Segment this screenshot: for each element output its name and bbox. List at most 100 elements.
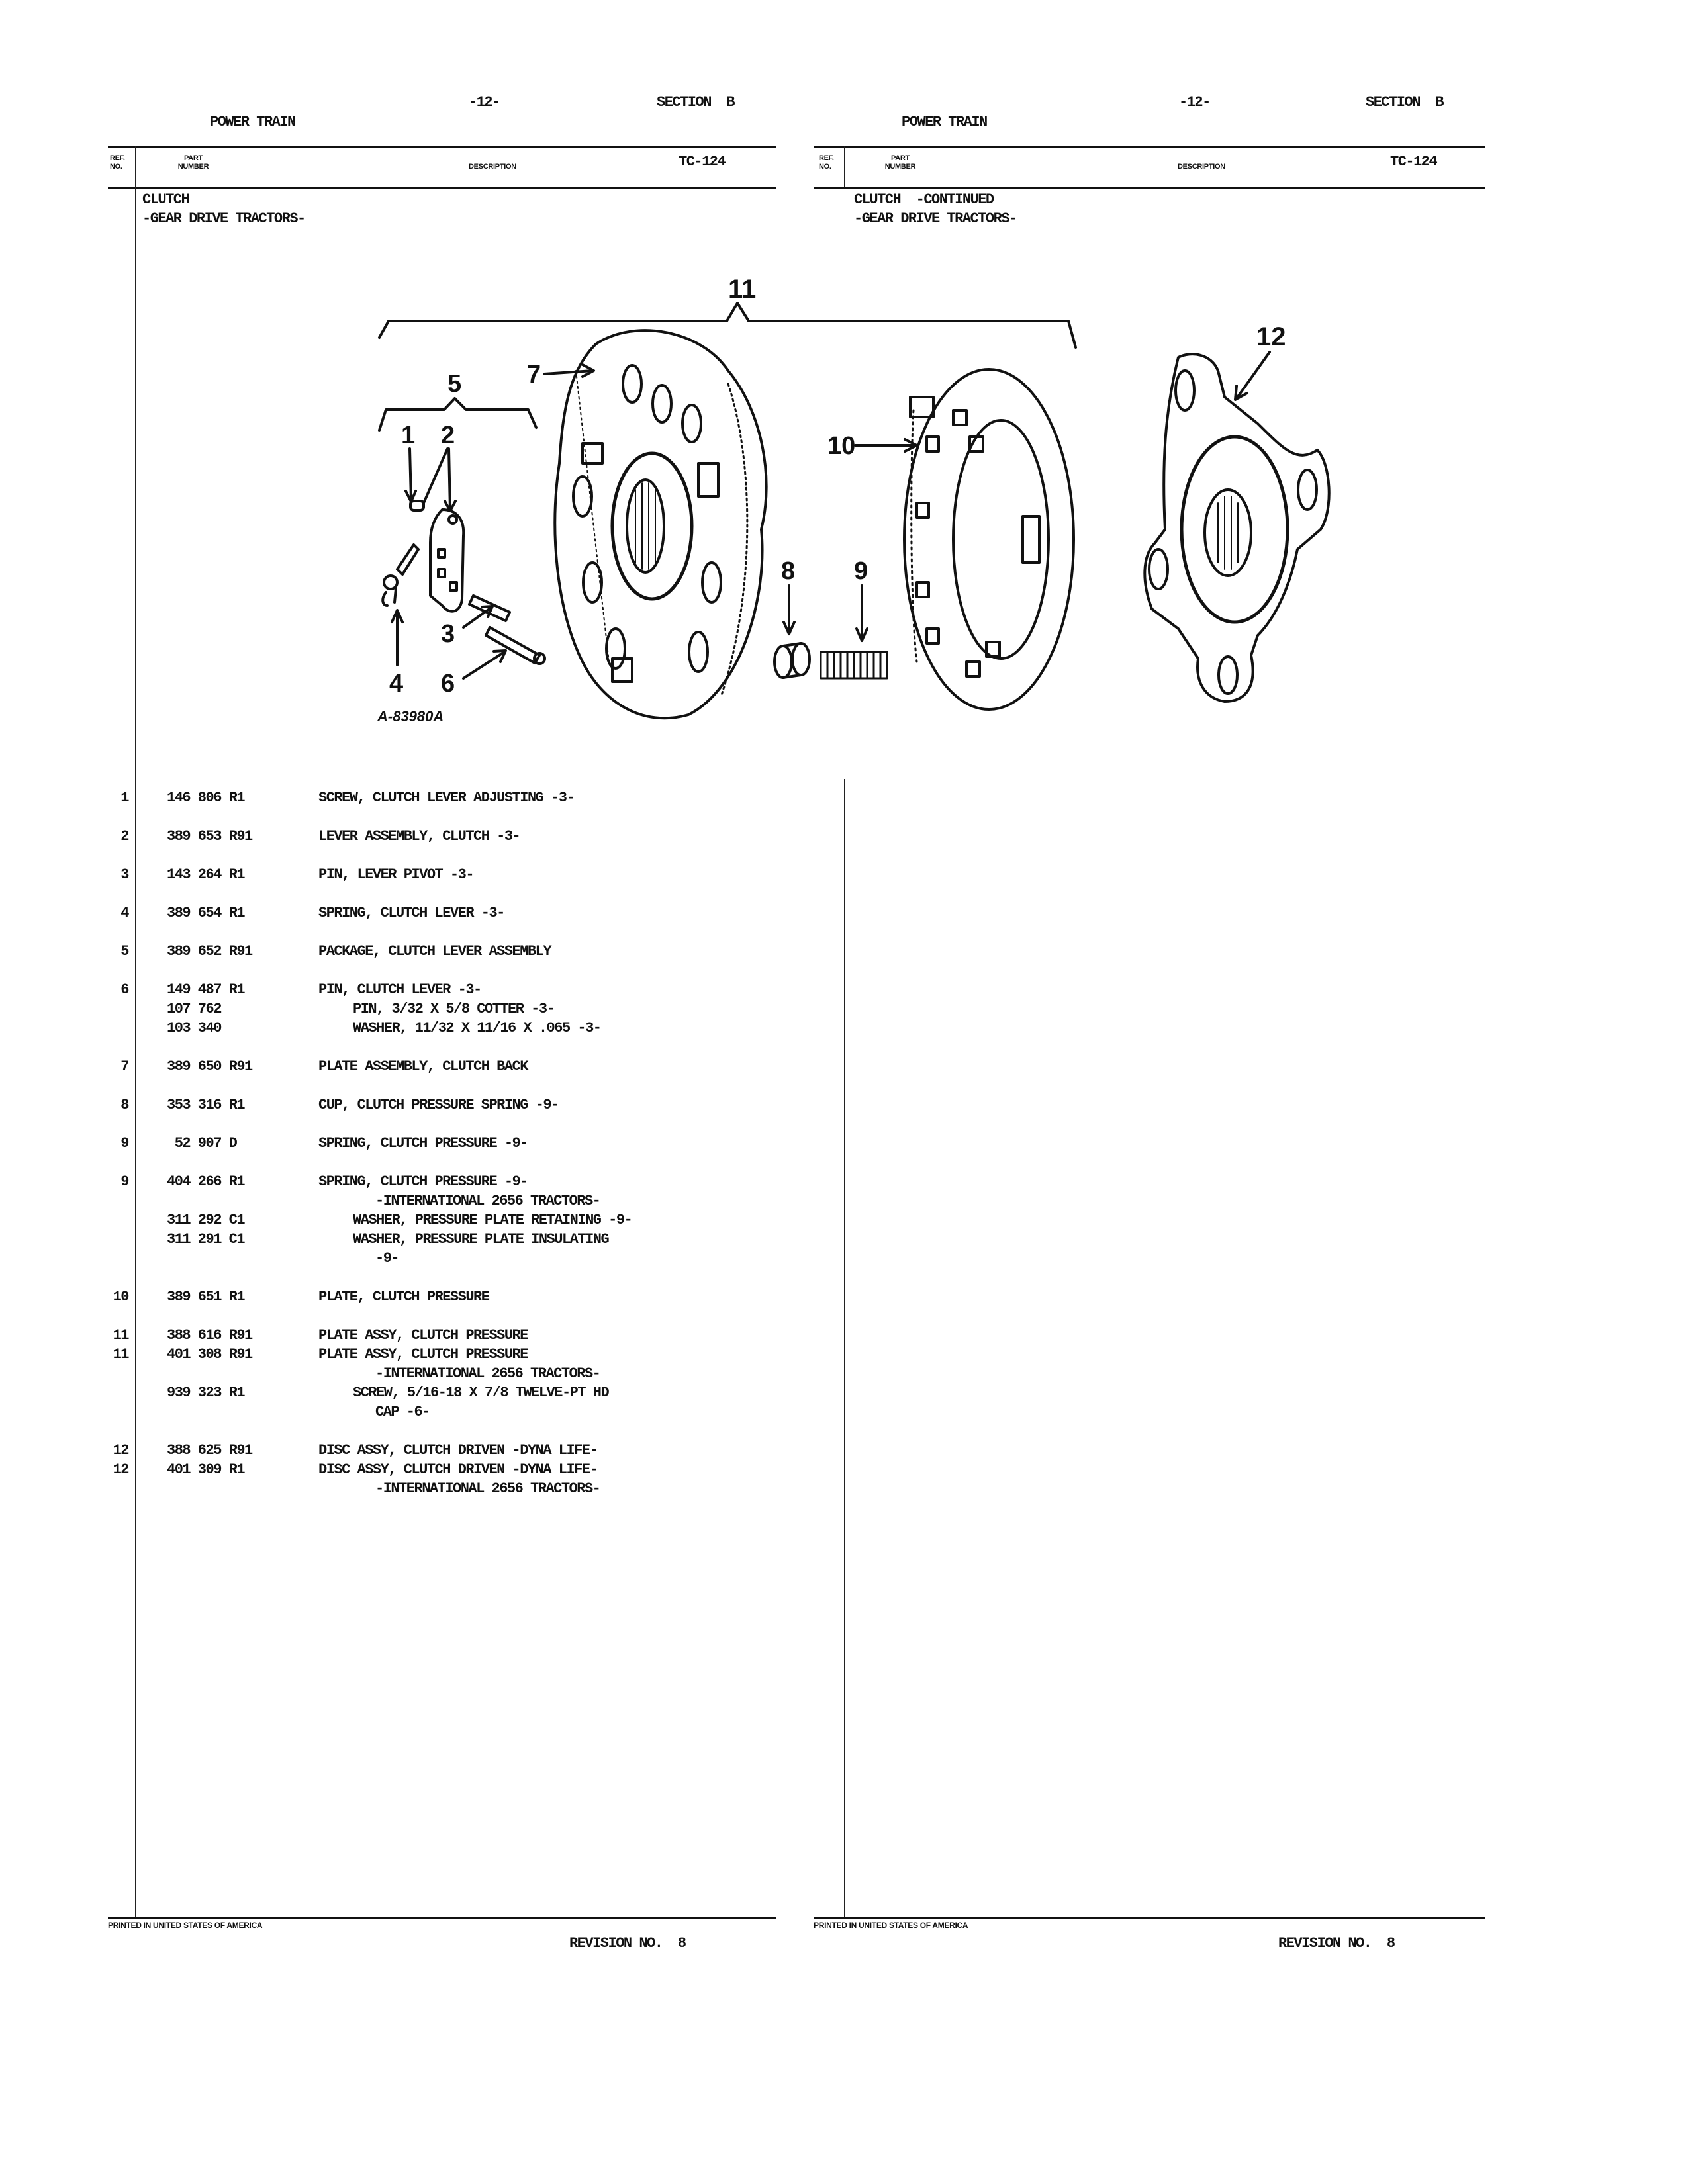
part-number: 149 487 R1 [167, 981, 246, 998]
arrow-12 [1234, 351, 1271, 401]
catalog-code-right: TC-124 [1390, 154, 1438, 170]
callout-9: 9 [854, 557, 868, 585]
ref-number: 12 [113, 1442, 130, 1459]
arrow-10 [854, 438, 918, 453]
arrow-3 [462, 605, 494, 629]
lever-pivot-pin-part [468, 594, 511, 622]
clutch-lever-pin-part [485, 626, 546, 665]
part-number: 388 616 R91 [167, 1327, 253, 1343]
page-number-left: -12- [469, 94, 500, 111]
col-description-right: DESCRIPTION [1178, 163, 1225, 171]
part-number: 389 652 R91 [167, 943, 253, 960]
part-description: -INTERNATIONAL 2656 TRACTORS- [375, 1193, 601, 1209]
part-number: 52 907 D [167, 1135, 238, 1152]
section-title-left: POWER TRAIN [210, 114, 296, 130]
ref-number: 2 [120, 828, 129, 844]
ref-number: 10 [113, 1289, 130, 1305]
ref-number: 12 [113, 1461, 130, 1478]
catalog-code-left: TC-124 [679, 154, 726, 170]
adjusting-screw-part [409, 500, 425, 512]
revision-right: REVISION NO. 8 [1278, 1935, 1395, 1952]
part-number: 389 654 R1 [167, 905, 246, 921]
part-description: PACKAGE, CLUTCH LEVER ASSEMBLY [318, 943, 552, 960]
header-rule-top-right [814, 146, 1485, 148]
arrow-7 [543, 363, 595, 378]
section-label-right: SECTION B [1366, 94, 1444, 111]
clutch-pressure-spring-part [820, 651, 888, 680]
part-number: 311 291 C1 [167, 1231, 246, 1248]
part-description: WASHER, PRESSURE PLATE INSULATING [353, 1231, 610, 1248]
arrow-9 [855, 584, 868, 642]
footer-rule-left [108, 1917, 776, 1919]
part-description: PLATE ASSY, CLUTCH PRESSURE [318, 1327, 528, 1343]
part-number: 107 762 [167, 1001, 222, 1017]
callout-3: 3 [441, 620, 455, 648]
clutch-back-plate-part [553, 329, 768, 720]
part-description: SPRING, CLUTCH LEVER -3- [318, 905, 505, 921]
heading-left: CLUTCH [142, 191, 190, 208]
callout-11: 11 [728, 275, 756, 304]
ref-number: 9 [120, 1173, 129, 1190]
part-number: 389 651 R1 [167, 1289, 246, 1305]
part-description: LEVER ASSEMBLY, CLUTCH -3- [318, 828, 521, 844]
callout-12: 12 [1256, 322, 1286, 351]
ref-number: 4 [120, 905, 129, 921]
callout-4: 4 [389, 670, 403, 698]
lever-spring-part [381, 543, 420, 607]
part-description: PLATE ASSEMBLY, CLUTCH BACK [318, 1058, 528, 1075]
part-description: DISC ASSY, CLUTCH DRIVEN -DYNA LIFE- [318, 1461, 598, 1478]
clutch-exploded-diagram: 11 5 1 2 4 3 6 A-83980A 7 [377, 275, 1331, 725]
part-description: PIN, CLUTCH LEVER -3- [318, 981, 482, 998]
subheading-right: -GEAR DRIVE TRACTORS- [854, 210, 1017, 227]
header-rule-bottom-right [814, 187, 1485, 189]
part-description: -9- [375, 1250, 400, 1267]
part-description: PIN, LEVER PIVOT -3- [318, 866, 475, 883]
bracket-11 [378, 302, 1077, 349]
callout-5: 5 [447, 370, 461, 398]
part-number: 404 266 R1 [167, 1173, 246, 1190]
bracket-5 [378, 397, 538, 432]
callout-6: 6 [441, 670, 455, 698]
arrow-2 [422, 447, 457, 512]
part-number: 143 264 R1 [167, 866, 246, 883]
part-number: 389 653 R91 [167, 828, 253, 844]
callout-10: 10 [827, 432, 855, 460]
arrow-6 [462, 649, 507, 680]
figure-id: A-83980A [377, 708, 444, 725]
part-description: WASHER, PRESSURE PLATE RETAINING -9- [353, 1212, 633, 1228]
page-number-right: -12- [1179, 94, 1211, 111]
ref-number: 5 [120, 943, 129, 960]
lever-assembly-part [429, 508, 465, 613]
part-number: 311 292 C1 [167, 1212, 246, 1228]
clutch-driven-disc-part [1143, 353, 1331, 703]
part-number: 401 309 R1 [167, 1461, 246, 1478]
part-description: SPRING, CLUTCH PRESSURE -9- [318, 1173, 528, 1190]
pressure-spring-cup-part [773, 642, 811, 679]
part-number: 401 308 R91 [167, 1346, 253, 1363]
part-number: 939 323 R1 [167, 1385, 246, 1401]
ref-number: 7 [120, 1058, 129, 1075]
col-ref-no-left: REF.NO. [110, 154, 125, 171]
column-divider-left [135, 146, 136, 1917]
part-description: SCREW, CLUTCH LEVER ADJUSTING -3- [318, 790, 575, 806]
col-description-left: DESCRIPTION [469, 163, 516, 171]
part-description: PIN, 3/32 X 5/8 COTTER -3- [353, 1001, 555, 1017]
header-rule-top-left [108, 146, 776, 148]
part-number: 389 650 R91 [167, 1058, 253, 1075]
ref-number: 11 [113, 1327, 130, 1343]
arrow-1 [404, 447, 417, 503]
ref-number: 9 [120, 1135, 129, 1152]
clutch-pressure-plate-part [903, 368, 1075, 711]
revision-left: REVISION NO. 8 [569, 1935, 686, 1952]
footer-rule-right [814, 1917, 1485, 1919]
part-description: -INTERNATIONAL 2656 TRACTORS- [375, 1365, 601, 1382]
ref-number: 8 [120, 1097, 129, 1113]
ref-number: 11 [113, 1346, 130, 1363]
callout-2: 2 [441, 422, 455, 449]
part-number: 146 806 R1 [167, 790, 246, 806]
col-ref-no-right: REF.NO. [819, 154, 834, 171]
part-description: SCREW, 5/16-18 X 7/8 TWELVE-PT HD [353, 1385, 610, 1401]
printed-in-usa-right: PRINTED IN UNITED STATES OF AMERICA [814, 1921, 968, 1930]
